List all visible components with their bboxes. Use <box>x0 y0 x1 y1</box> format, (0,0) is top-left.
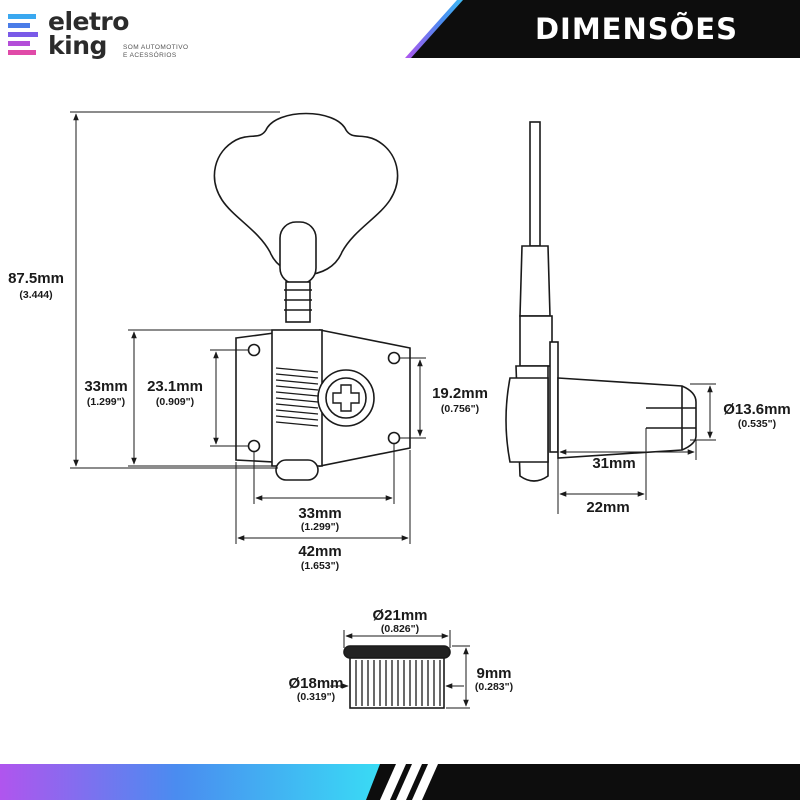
bushing-view <box>343 645 451 709</box>
page-title: DIMENSÕES <box>534 12 738 46</box>
worm-gear <box>275 367 319 427</box>
mount-hole <box>247 439 261 453</box>
hole-spacing-vertical-mm: 23.1mm <box>147 378 203 395</box>
total-height-inch: (3.444) <box>19 289 52 301</box>
post-diameter-mm: Ø13.6mm <box>723 401 791 418</box>
key-stem <box>279 221 317 285</box>
phillips-screw-icon <box>332 384 360 412</box>
bushing-inner-mm: Ø18mm <box>288 675 343 692</box>
brand-tagline-line2: E ACESSÓRIOS <box>123 52 177 59</box>
brand-name-line2: king <box>48 31 107 60</box>
tuner-key <box>213 112 399 276</box>
bushing-height-mm: 9mm <box>476 665 511 682</box>
bushing-diameter-mm: Ø21mm <box>372 607 427 624</box>
logo-mark-icon <box>8 14 38 55</box>
bushing-flange <box>343 645 451 659</box>
post-exposed-mm: 22mm <box>586 499 629 516</box>
hole-spacing-horizontal-inch: (1.299") <box>301 521 339 533</box>
total-height-mm: 87.5mm <box>8 270 64 287</box>
right-hole-spacing-inch: (0.756") <box>441 403 479 415</box>
brand-tagline-line1: SOM AUTOMOTIVO <box>123 44 189 51</box>
mount-hole <box>387 431 401 445</box>
title-bar: DIMENSÕES <box>405 0 800 58</box>
post-length-mm: 31mm <box>592 455 635 472</box>
plate-width-inch: (1.653") <box>301 560 339 572</box>
title-bar-shape <box>405 0 800 58</box>
plate-height-inch: (1.299") <box>87 396 125 408</box>
side-plate <box>549 341 559 453</box>
footer-band <box>0 764 800 800</box>
brand-name-line1: eletro <box>48 7 129 36</box>
header: eletro king SOM AUTOMOTIVO E ACESSÓRIOS … <box>0 0 800 62</box>
mount-hole <box>387 351 401 365</box>
post-diameter-inch: (0.535") <box>738 418 776 430</box>
side-view <box>505 121 697 482</box>
hole-spacing-vertical-inch: (0.909") <box>156 396 194 408</box>
plate-width-mm: 42mm <box>298 543 341 560</box>
dimension-diagram: 87.5mm (3.444) 33mm (1.299") 23.1mm (0.9… <box>8 111 791 709</box>
dimension-labels: 87.5mm (3.444) 33mm (1.299") 23.1mm (0.9… <box>8 270 791 703</box>
right-hole-spacing-mm: 19.2mm <box>432 385 488 402</box>
bushing-height-inch: (0.283") <box>475 681 513 693</box>
bushing-diameter-inch: (0.826") <box>381 623 419 635</box>
brand-logo: eletro king SOM AUTOMOTIVO E ACESSÓRIOS <box>8 7 208 60</box>
side-post <box>557 377 697 459</box>
front-view <box>213 112 411 481</box>
hole-spacing-horizontal-mm: 33mm <box>298 505 341 522</box>
dimension-lines <box>70 111 716 709</box>
plate-height-mm: 33mm <box>84 378 127 395</box>
side-key <box>529 121 541 247</box>
mount-hole <box>247 343 261 357</box>
bushing-inner-inch: (0.319") <box>297 691 335 703</box>
